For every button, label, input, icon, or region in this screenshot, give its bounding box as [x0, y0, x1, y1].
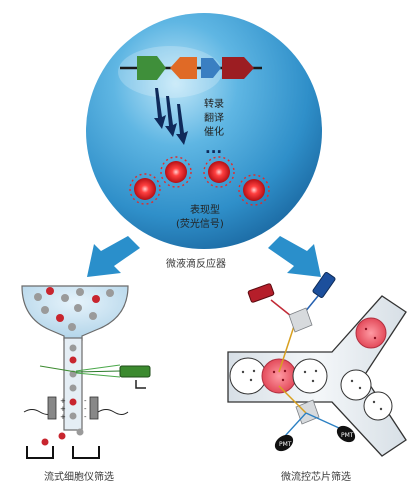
fluorescent-droplet-icon	[129, 173, 161, 205]
step-catalysis: 催化	[204, 127, 224, 138]
svg-text:+: +	[60, 405, 66, 413]
microfluidic-label: 微流控芯片筛选	[281, 472, 351, 483]
sorted-droplets	[41, 428, 84, 446]
step-transcription: 转录	[204, 99, 224, 110]
reservoir-droplets	[34, 287, 114, 331]
svg-text:-: -	[84, 405, 87, 413]
fluorescent-droplets	[129, 156, 270, 206]
fluorescent-droplet-icon	[203, 156, 235, 188]
flow-cytometer-label: 流式细胞仪筛选	[44, 472, 114, 483]
split-arrow-right	[268, 236, 321, 277]
chip-droplets	[229, 317, 393, 421]
gene-blue	[201, 58, 221, 78]
flow-channel	[63, 337, 83, 431]
svg-text:+: +	[60, 413, 66, 421]
microfluidic-chip: PMT PMT	[227, 272, 407, 457]
collection-tube-icon	[26, 446, 100, 459]
svg-text:-: -	[84, 413, 87, 421]
gene-construct-icon	[120, 56, 262, 80]
detector-icon: PMT PMT	[274, 425, 356, 452]
svg-text:-: -	[84, 397, 87, 405]
svg-text:PMT: PMT	[341, 432, 354, 439]
expression-arrows-icon	[154, 88, 188, 145]
split-arrow-left	[87, 236, 140, 277]
droplet-reactor-label: 微液滴反应器	[166, 259, 226, 270]
fluorescent-droplet-icon	[238, 174, 270, 206]
laser-beam	[39, 364, 121, 378]
dichroic-mirror-bottom	[278, 385, 340, 437]
svg-text:+: +	[60, 397, 66, 405]
gene-red	[222, 57, 254, 79]
fluorescent-droplet-icon	[160, 156, 192, 188]
phenotype-label: 表现型	[190, 205, 220, 216]
fluorescence-label: (荧光信号)	[176, 219, 224, 230]
dichroic-mirror-top	[288, 307, 313, 333]
electrode-plate-icon: + + + - - -	[23, 396, 129, 421]
gene-green	[137, 56, 166, 80]
gene-orange	[170, 57, 197, 79]
detector-icon	[119, 365, 151, 389]
ellipsis-text: ...	[205, 139, 222, 157]
step-translation: 翻译	[204, 113, 224, 124]
svg-text:PMT: PMT	[279, 441, 292, 448]
flow-cytometer: + + + - - -	[21, 285, 151, 459]
